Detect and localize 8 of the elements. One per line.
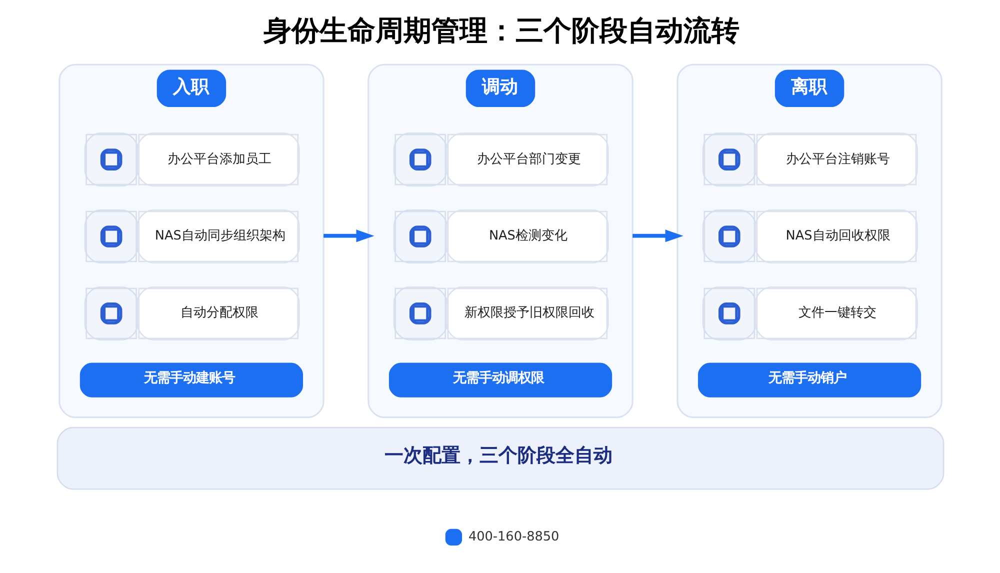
node-box: 无需手动建账号	[79, 362, 303, 398]
node-box: 无需手动销户	[697, 362, 921, 398]
arrow	[632, 230, 683, 242]
arrow	[323, 230, 374, 242]
node-box: 一次配置，三个阶段全自动	[56, 426, 944, 490]
diagram-title: 身份生命周期管理：三个阶段自动流转	[262, 14, 739, 47]
node-box: 无需手动调权限	[388, 362, 612, 398]
label: 400-160-8850	[468, 529, 559, 544]
